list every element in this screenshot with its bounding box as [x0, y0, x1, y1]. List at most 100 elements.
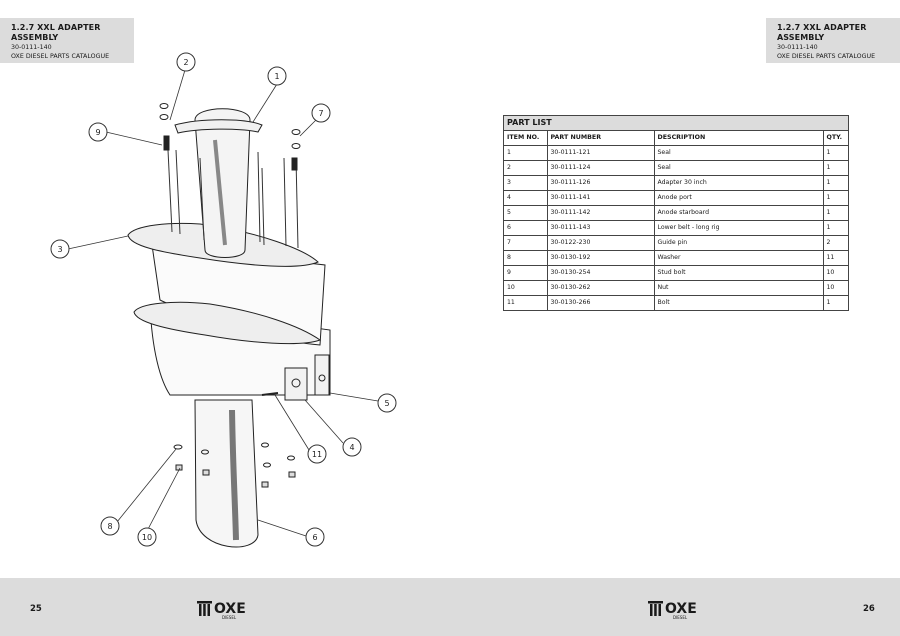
callout-balloons: 1 2 7 9 3 5 4 11 8 10 6 [50, 52, 397, 547]
svg-text:DIESEL: DIESEL [673, 615, 688, 620]
table-cell: 6 [504, 220, 548, 236]
part-list-title: PART LIST [504, 116, 848, 131]
table-cell: 4 [504, 190, 548, 206]
table-cell: 30-0111-142 [546, 205, 655, 221]
seal-frame [174, 119, 263, 134]
page-number-right: 26 [863, 604, 875, 614]
page-footer [0, 578, 900, 636]
table-cell: 11 [504, 295, 548, 310]
table-cell: 30-0130-192 [546, 250, 655, 266]
table-cell: 30-0111-121 [546, 145, 655, 161]
table-cell: 10 [822, 280, 848, 296]
svg-text:5: 5 [384, 399, 389, 408]
exploded-assembly-drawing: 1 2 7 9 3 5 4 11 8 10 6 [50, 52, 397, 548]
table-cell: 11 [822, 250, 848, 266]
column-header: QTY. [822, 131, 848, 146]
anode-port [284, 367, 308, 401]
svg-text:4: 4 [349, 443, 354, 452]
svg-text:10: 10 [142, 533, 152, 542]
table-cell: 10 [822, 265, 848, 281]
svg-text:OXE: OXE [665, 601, 697, 617]
table-cell: Adapter 30 inch [653, 175, 824, 191]
catalogue-name: OXE DIESEL PARTS CATALOGUE [11, 53, 110, 60]
table-cell: Guide pin [653, 235, 824, 251]
callout-9: 9 [88, 122, 108, 142]
table-cell: 1 [822, 205, 848, 221]
callout-2: 2 [176, 52, 196, 72]
column-header: DESCRIPTION [653, 131, 824, 146]
table-cell: Anode starboard [653, 205, 824, 221]
assembly-code: 30-0111-140 [11, 44, 52, 51]
table-cell: 2 [822, 235, 848, 251]
table-cell: Seal [653, 160, 824, 176]
adapter-flange-middle [133, 301, 322, 345]
table-cell: 9 [504, 265, 548, 281]
callout-3: 3 [50, 239, 70, 259]
table-cell: 30-0111-124 [546, 160, 655, 176]
svg-text:2: 2 [183, 58, 188, 67]
table-cell: 8 [504, 250, 548, 266]
section-title: 1.2.7 XXL ADAPTER ASSEMBLY [777, 23, 867, 42]
svg-text:8: 8 [107, 522, 112, 531]
column-header: PART NUMBER [546, 131, 655, 146]
oxe-logo-right: OXE DIESEL [648, 598, 708, 620]
table-cell: 30-0111-141 [546, 190, 655, 206]
table-cell: Bolt [653, 295, 824, 310]
table-cell: 5 [504, 205, 548, 221]
svg-text:7: 7 [318, 109, 323, 118]
svg-text:DIESEL: DIESEL [222, 615, 237, 620]
callout-5: 5 [377, 393, 397, 413]
table-cell: Lower belt - long rig [653, 220, 824, 236]
callout-10: 10 [137, 527, 157, 547]
seal-upper [194, 108, 251, 258]
callout-1: 1 [267, 66, 287, 86]
table-cell: 1 [504, 145, 548, 161]
table-cell: 2 [504, 160, 548, 176]
table-cell: 30-0130-262 [546, 280, 655, 296]
page-number-left: 25 [30, 604, 42, 614]
table-cell: 1 [822, 160, 848, 176]
lower-belt [194, 399, 259, 548]
svg-text:11: 11 [312, 450, 322, 459]
oxe-logo-left: OXE DIESEL [197, 598, 257, 620]
table-cell: 3 [504, 175, 548, 191]
svg-text:1: 1 [274, 72, 279, 81]
table-header-row: ITEM NO. PART NUMBER DESCRIPTION QTY. [504, 131, 848, 146]
section-title: 1.2.7 XXL ADAPTER ASSEMBLY [11, 23, 101, 42]
table-cell: Stud bolt [653, 265, 824, 281]
table-cell: Washer [653, 250, 824, 266]
table-cell: 10 [504, 280, 548, 296]
table-cell: 30-0111-126 [546, 175, 655, 191]
callout-7: 7 [311, 103, 331, 123]
svg-text:6: 6 [312, 533, 317, 542]
callout-11: 11 [307, 444, 327, 464]
assembly-code: 30-0111-140 [777, 44, 818, 51]
callout-4: 4 [342, 437, 362, 457]
callout-8: 8 [100, 516, 120, 536]
header-left: 1.2.7 XXL ADAPTER ASSEMBLY 30-0111-140 O… [0, 18, 134, 63]
callout-6: 6 [305, 527, 325, 547]
table-cell: Nut [653, 280, 824, 296]
table-cell: 30-0122-230 [546, 235, 655, 251]
table-cell: Anode port [653, 190, 824, 206]
table-cell: 1 [822, 220, 848, 236]
table-cell: 1 [822, 190, 848, 206]
svg-text:OXE: OXE [214, 601, 246, 617]
part-list-table: PART LIST ITEM NO. PART NUMBER DESCRIPTI… [503, 115, 849, 311]
table-cell: 1 [822, 145, 848, 161]
stud-bolts [167, 149, 299, 249]
svg-text:9: 9 [95, 128, 100, 137]
table-cell: 30-0130-254 [546, 265, 655, 281]
catalogue-name: OXE DIESEL PARTS CATALOGUE [777, 53, 876, 60]
